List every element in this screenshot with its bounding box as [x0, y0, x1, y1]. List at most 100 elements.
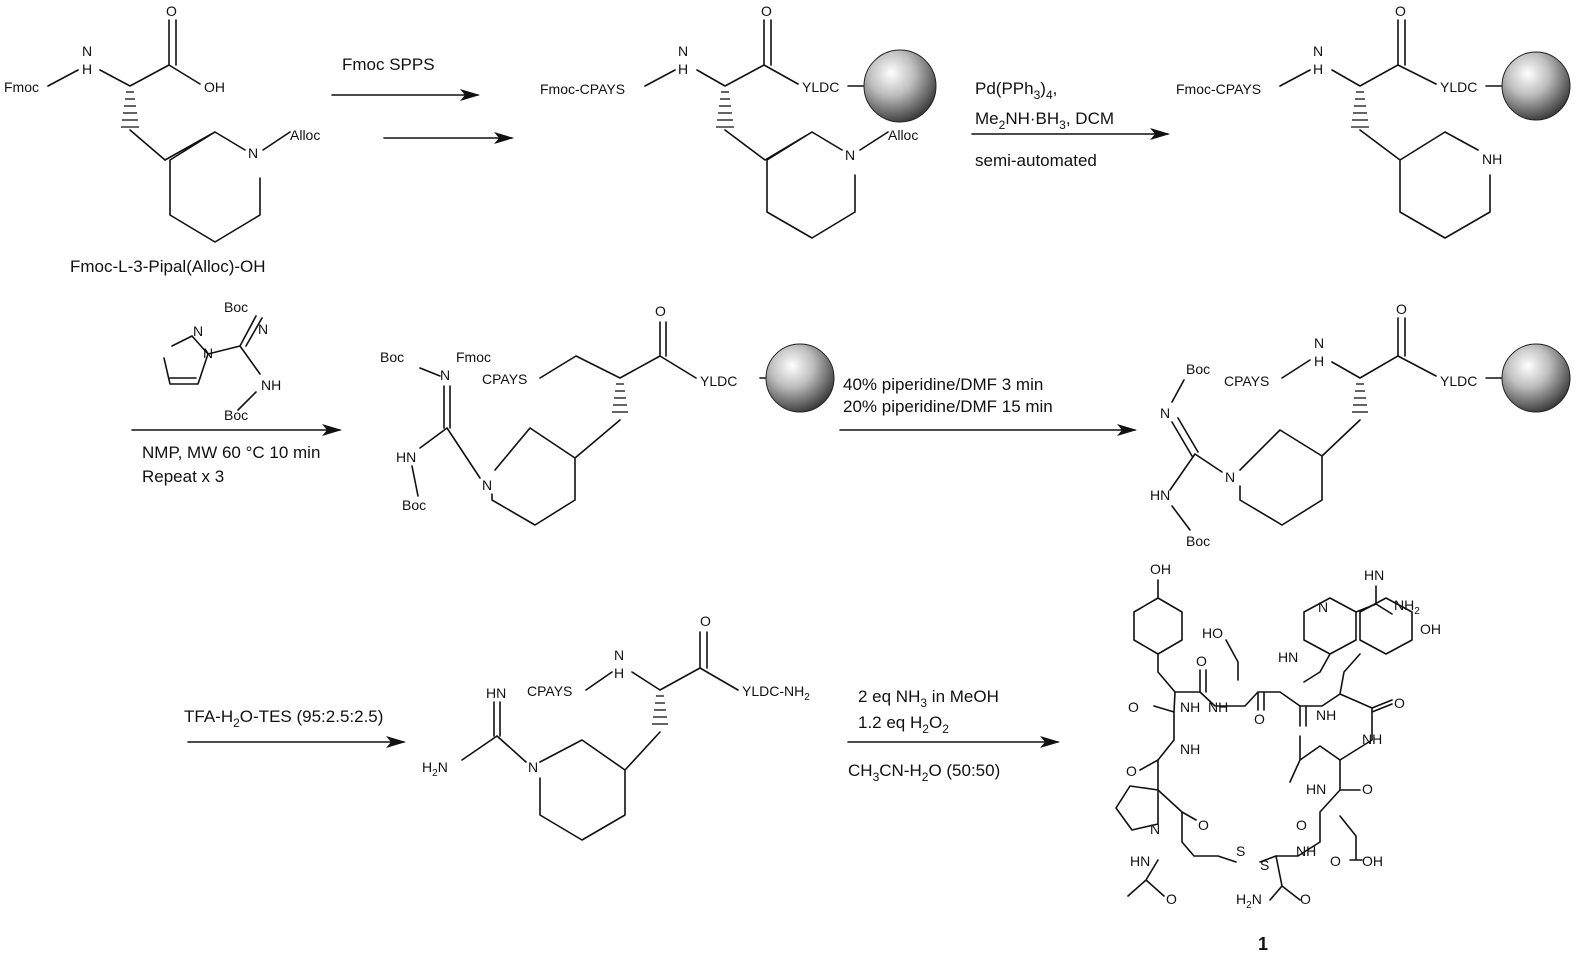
svg-text:H2N: H2N: [1236, 891, 1262, 911]
peptide-right-label: YLDC: [700, 373, 737, 389]
ring-n-label: N: [482, 477, 492, 493]
cpays-label: CPAYS: [1224, 373, 1269, 389]
step5-line: TFA-H: [184, 707, 233, 726]
amide-nh-label: NH: [1362, 731, 1382, 747]
stereo-hash-bond: [121, 91, 139, 128]
carbonyl-o-label: O: [1196, 653, 1207, 669]
boc2-label: Boc: [1186, 533, 1210, 549]
nh-h-label: H: [1314, 353, 1324, 369]
carbonyl-o-label: O: [1126, 763, 1137, 779]
stereo-hash-bond: [716, 91, 734, 128]
hn-label: HN: [396, 449, 416, 465]
ring-nh-label: NH: [1482, 151, 1502, 167]
cpays-label: CPAYS: [482, 371, 527, 387]
carbonyl-o-label: O: [1128, 699, 1139, 715]
carbonyl-o-label: O: [1166, 891, 1177, 907]
tyr2-oh-label: OH: [1420, 621, 1441, 637]
nh-n-label: N: [614, 647, 624, 663]
cyclic-product-1: OH HO HN NH2 OH N O NH O HN NH O NH O HN…: [1115, 561, 1441, 954]
stereo-hash-bond: [652, 695, 668, 725]
carbonyl-o-label: O: [1296, 817, 1307, 833]
step4-line1: 40% piperidine/DMF 3 min: [843, 375, 1043, 394]
svg-text:1.2 eq H2O2: 1.2 eq H2O2: [858, 713, 949, 736]
amide-nh-label: NH: [1180, 699, 1200, 715]
nh-h-label: H: [678, 61, 688, 77]
resin-intermediate-2: Fmoc-CPAYS N H O YLDC NH: [1176, 3, 1571, 239]
nh-n-label: N: [1314, 335, 1324, 351]
step1-arrows: Fmoc SPPS: [331, 55, 514, 144]
carbonyl-o-label: O: [700, 613, 711, 629]
step6-line2: 1.2 eq H: [858, 713, 922, 732]
alloc-label: Alloc: [888, 127, 918, 143]
carbonyl-o-label: O: [1300, 891, 1311, 907]
amide-hn-label: HN: [1130, 853, 1150, 869]
ser-ho-label: HO: [1202, 625, 1223, 641]
carbonyl-o-label: O: [655, 303, 666, 319]
sulfur-label: S: [1236, 843, 1245, 859]
svg-text:NH2: NH2: [1394, 597, 1420, 617]
nh-n-label: N: [82, 43, 92, 59]
step2-conditions: Pd(PPh3)4, Me2NH·BH3, DCM semi-automated: [971, 79, 1170, 170]
resin-bead: [863, 49, 937, 123]
tyr1-oh-label: OH: [1150, 561, 1171, 577]
amide-nh-label: NH: [1208, 699, 1228, 715]
imine-n-label: N: [258, 321, 268, 337]
step3-conditions: NMP, MW 60 °C 10 min Repeat x 3: [131, 424, 342, 486]
svg-text:H2N: H2N: [422, 759, 448, 779]
stereo-hash-bond: [1351, 91, 1369, 128]
resin-intermediate-3: Boc N Fmoc CPAYS HN Boc N O YLDC: [380, 303, 835, 526]
carbonyl-o-label: O: [761, 3, 772, 19]
carbonyl-o-label: O: [1394, 695, 1405, 711]
resin-bead: [765, 343, 835, 413]
resin-bead: [1501, 51, 1571, 121]
compound-number: 1: [1258, 934, 1268, 954]
amide-nh-label: NH: [1180, 741, 1200, 757]
resin-intermediate-1: Fmoc-CPAYS N H O YLDC N Alloc: [540, 3, 937, 239]
hn-label: HN: [1150, 487, 1170, 503]
step4-conditions: 40% piperidine/DMF 3 min 20% piperidine/…: [839, 375, 1137, 436]
ring-n-label: N: [1318, 599, 1328, 615]
boc1-label: Boc: [1186, 361, 1210, 377]
alloc-label: Alloc: [290, 127, 320, 143]
ring-n-label: N: [1225, 469, 1235, 485]
nh-n-label: N: [1313, 43, 1323, 59]
nh-label: NH: [261, 377, 281, 393]
step1-label: Fmoc SPPS: [342, 55, 435, 74]
imine-n-label: N: [440, 367, 450, 383]
asp-oh-label: OH: [1362, 853, 1383, 869]
svg-text:Me2NH·BH3, DCM: Me2NH·BH3, DCM: [975, 109, 1114, 132]
guanylation-reagent: N N Boc N NH Boc: [163, 299, 281, 423]
amide-hn-label: HN: [1306, 781, 1326, 797]
peptide-left-label: Fmoc-CPAYS: [1176, 81, 1261, 97]
step2-line1: Pd(PPh: [975, 79, 1034, 98]
carbonyl-o-label: O: [1254, 711, 1265, 727]
boc-bottom-label: Boc: [224, 407, 248, 423]
carbonyl-o-label: O: [1198, 817, 1209, 833]
imine-hn-label: HN: [486, 685, 506, 701]
resin-bead: [1501, 343, 1571, 413]
guanidine-nh2-label: NH: [1394, 597, 1414, 613]
peptide-right-label: YLDC-NH: [742, 683, 804, 699]
linear-peptide: HN H2N N CPAYS N H O YLDC-NH2: [422, 613, 810, 841]
ring-n-label: N: [845, 147, 855, 163]
pyrazole-n2-label: N: [193, 323, 203, 339]
imine-n-label: N: [1160, 405, 1170, 421]
start-material-name: Fmoc-L-3-Pipal(Alloc)-OH: [70, 257, 266, 276]
sulfur-label: S: [1260, 857, 1269, 873]
boc1-label: Boc: [380, 349, 404, 365]
step6-line1: 2 eq NH: [858, 687, 920, 706]
pyrazole-n1-label: N: [203, 345, 213, 361]
fmoc-label: Fmoc: [456, 349, 491, 365]
ring-n-label: N: [528, 759, 538, 775]
nh-h-label: H: [1313, 61, 1323, 77]
stereo-hash-bond: [1352, 383, 1368, 413]
fmoc-label: Fmoc: [4, 79, 39, 95]
step2-line2: Me: [975, 109, 999, 128]
ring-n-label: N: [248, 145, 258, 161]
carbonyl-o-label: O: [1330, 853, 1341, 869]
step3-line1: NMP, MW 60 °C 10 min: [142, 443, 320, 462]
peptide-right-label: YLDC: [802, 79, 839, 95]
svg-text:CH3CN-H2O (50:50): CH3CN-H2O (50:50): [848, 761, 1000, 784]
peptide-left-label: Fmoc-CPAYS: [540, 81, 625, 97]
peptide-right-label: YLDC: [1440, 79, 1477, 95]
